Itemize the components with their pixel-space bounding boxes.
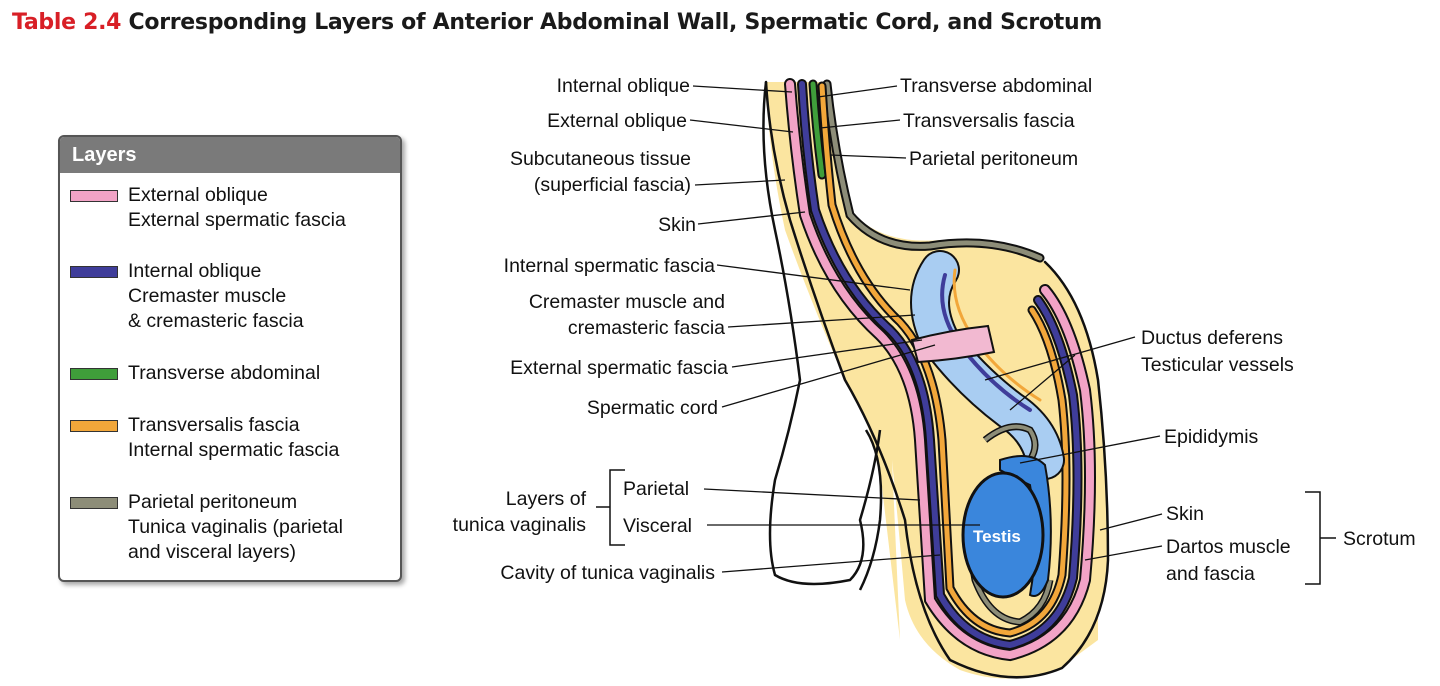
testis-shape (961, 471, 1045, 599)
legend-item-line: External oblique (128, 184, 268, 206)
label-testicular-vessels: Testicular vessels (1141, 354, 1294, 376)
page-title: Table 2.4 Corresponding Layers of Anteri… (12, 10, 1102, 35)
leader-lines (689, 85, 1163, 573)
legend-item-line: Parietal peritoneum (128, 491, 298, 513)
layers-legend: Layers External oblique External spermat… (58, 135, 402, 582)
legend-item-line: and visceral layers) (128, 541, 296, 563)
right-labels: Transverse abdominal Transversalis fasci… (900, 75, 1416, 585)
tunica-vaginalis-bracket (596, 469, 625, 546)
legend-item-line: External spermatic fascia (128, 209, 346, 231)
label-dartos-1: Dartos muscle (1166, 536, 1291, 558)
label-cremaster-1: Cremaster muscle and (529, 291, 725, 313)
label-subcutaneous-1: Subcutaneous tissue (510, 148, 691, 170)
label-epididymis: Epididymis (1164, 426, 1259, 448)
penis-outline (762, 81, 882, 586)
label-subcutaneous-2: (superficial fascia) (534, 174, 691, 196)
left-labels: Internal oblique External oblique Subcut… (453, 75, 728, 584)
legend-item-line: Cremaster muscle (128, 285, 287, 307)
navy-swatch-icon (70, 266, 118, 278)
label-external-oblique: External oblique (547, 110, 687, 132)
label-scrotum: Scrotum (1343, 528, 1416, 550)
legend-item-line: Transversalis fascia (128, 414, 300, 436)
gray-swatch-icon (70, 497, 118, 509)
external-ring-band (910, 324, 996, 364)
label-external-spermatic-fascia: External spermatic fascia (510, 357, 728, 379)
label-cremaster-2: cremasteric fascia (568, 317, 725, 339)
legend-item-line: & cremasteric fascia (128, 310, 304, 332)
table-title-text: Corresponding Layers of Anterior Abdomin… (128, 10, 1103, 35)
pink-swatch-icon (70, 190, 118, 202)
legend-item-line: Internal spermatic fascia (128, 439, 340, 461)
penis-fold-outline (858, 429, 883, 591)
legend-heading: Layers (60, 137, 400, 173)
testis-label: Testis (973, 527, 1021, 546)
label-dartos-2: and fascia (1166, 563, 1255, 585)
label-layers-of-2: tunica vaginalis (453, 514, 587, 536)
label-internal-oblique: Internal oblique (557, 75, 690, 97)
label-transversalis-fascia: Transversalis fascia (903, 110, 1075, 132)
table-number: Table 2.4 (12, 10, 122, 35)
orange-swatch-icon (70, 420, 118, 432)
label-layers-of-1: Layers of (506, 488, 587, 510)
scrotum-bracket (1305, 491, 1336, 585)
label-cavity: Cavity of tunica vaginalis (500, 562, 715, 584)
label-parietal-peritoneum: Parietal peritoneum (909, 148, 1078, 170)
label-internal-spermatic-fascia: Internal spermatic fascia (504, 255, 715, 277)
legend-item-line: Tunica vaginalis (parietal (128, 516, 343, 538)
label-visceral: Visceral (623, 515, 692, 537)
label-transverse-abdominal: Transverse abdominal (900, 75, 1092, 97)
green-swatch-icon (70, 368, 118, 380)
label-spermatic-cord: Spermatic cord (587, 397, 718, 419)
label-ductus-deferens: Ductus deferens (1141, 327, 1283, 349)
legend-item-line: Transverse abdominal (128, 362, 321, 384)
label-parietal: Parietal (623, 478, 689, 500)
label-skin-right: Skin (1166, 503, 1204, 525)
legend-item-line: Internal oblique (128, 260, 262, 282)
label-skin-top: Skin (658, 214, 696, 236)
